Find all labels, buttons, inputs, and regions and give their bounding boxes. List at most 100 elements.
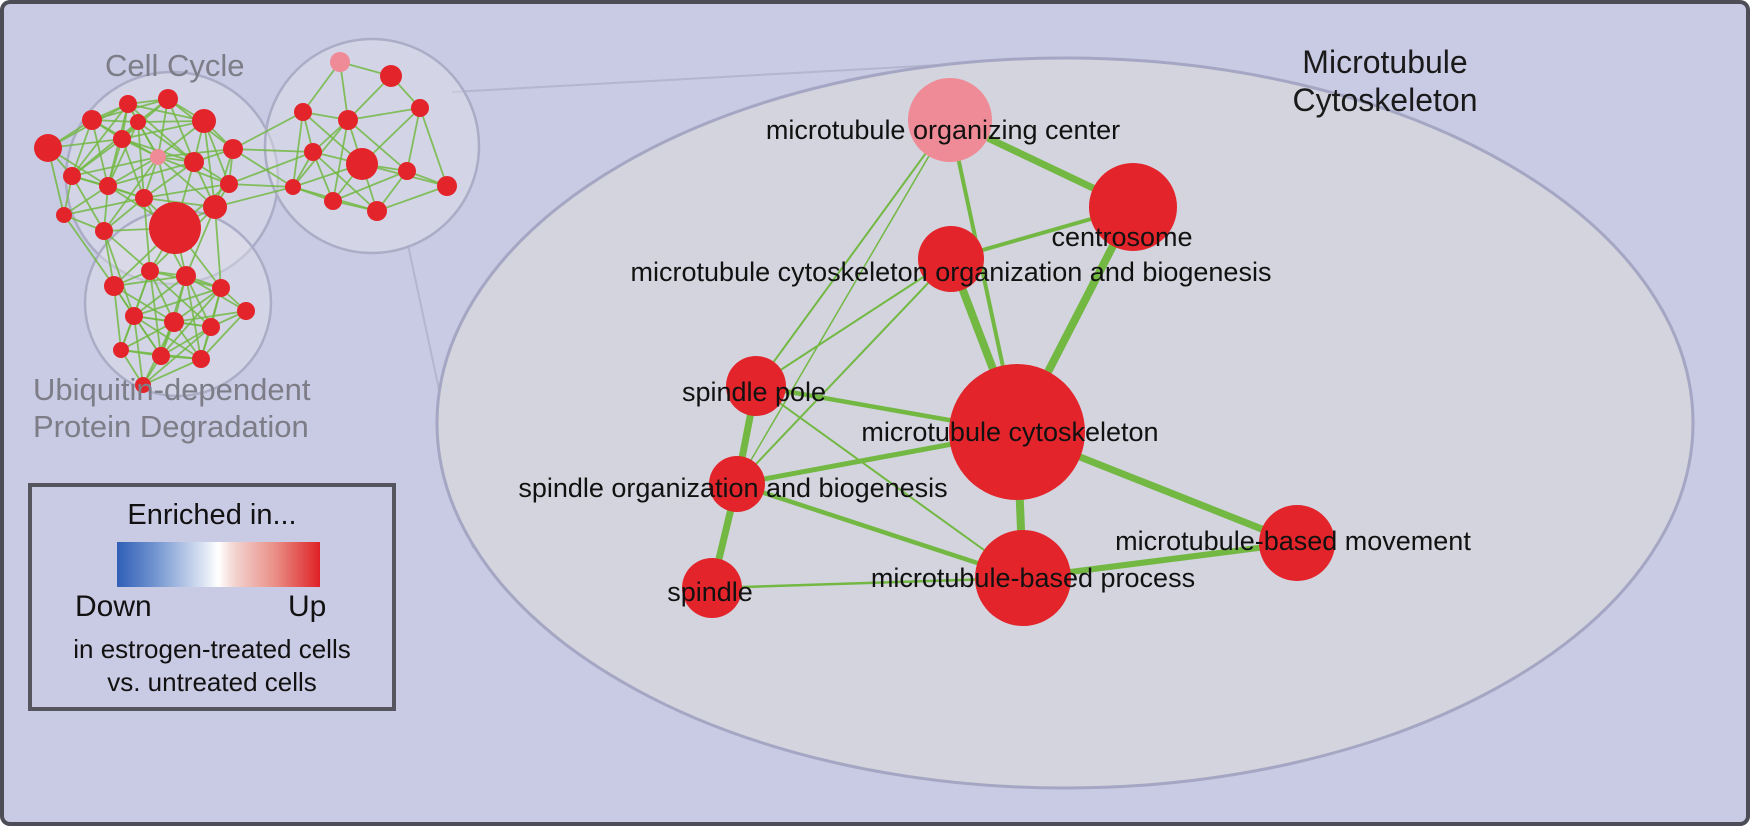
edge-spindle_org-mt_process[interactable] xyxy=(736,481,1024,581)
edge-moc-spindle_org[interactable] xyxy=(736,119,951,485)
mini-node[interactable] xyxy=(285,179,301,195)
node-mt_cyto[interactable] xyxy=(949,364,1085,500)
edge-moc-spindle_pole[interactable] xyxy=(755,119,951,387)
mini-node[interactable] xyxy=(56,207,72,223)
mini-node[interactable] xyxy=(125,307,143,325)
edge-spindle-mt_process[interactable] xyxy=(711,576,1024,590)
mini-edge[interactable] xyxy=(160,326,212,357)
mini-edge[interactable] xyxy=(133,275,187,317)
mini-edge[interactable] xyxy=(137,121,145,199)
mini-edge[interactable] xyxy=(113,285,122,351)
mini-node[interactable] xyxy=(411,99,429,117)
mini-edge[interactable] xyxy=(167,98,195,163)
mini-edge[interactable] xyxy=(185,206,216,277)
mini-edge[interactable] xyxy=(214,186,294,208)
mini-edge[interactable] xyxy=(214,206,222,289)
mini-node[interactable] xyxy=(338,110,358,130)
mini-edge[interactable] xyxy=(103,230,151,272)
mini-edge[interactable] xyxy=(71,121,139,177)
mini-edge[interactable] xyxy=(228,183,294,188)
mini-node[interactable] xyxy=(367,201,387,221)
node-spindle[interactable] xyxy=(682,558,742,618)
edge-spindle_pole-mt_process[interactable] xyxy=(755,385,1024,579)
mini-node[interactable] xyxy=(34,134,62,162)
node-moc[interactable] xyxy=(908,78,992,162)
mini-node[interactable] xyxy=(202,318,220,336)
node-mt_movement[interactable] xyxy=(1259,505,1335,581)
edge-mt_org-spindle_pole[interactable] xyxy=(755,258,952,387)
mini-edge[interactable] xyxy=(143,183,230,199)
edge-mt_org-spindle_org[interactable] xyxy=(736,258,952,485)
mini-node[interactable] xyxy=(192,350,210,368)
node-spindle_org[interactable] xyxy=(709,456,765,512)
mini-node[interactable] xyxy=(203,195,227,219)
mini-node[interactable] xyxy=(130,114,146,130)
node-spindle_pole[interactable] xyxy=(726,356,786,416)
node-mt_process[interactable] xyxy=(975,530,1071,626)
mini-edge[interactable] xyxy=(133,315,144,386)
mini-edge[interactable] xyxy=(419,107,448,187)
mini-edge[interactable] xyxy=(232,148,294,188)
mini-node[interactable] xyxy=(113,342,129,358)
mini-node[interactable] xyxy=(149,202,201,254)
mini-edge[interactable] xyxy=(160,287,222,357)
mini-edge[interactable] xyxy=(347,119,408,172)
mini-node[interactable] xyxy=(346,148,378,180)
mini-edge[interactable] xyxy=(143,197,151,272)
mini-edge[interactable] xyxy=(232,111,304,150)
mini-edge[interactable] xyxy=(149,270,162,357)
mini-edge[interactable] xyxy=(332,170,408,202)
mini-edge[interactable] xyxy=(63,214,115,287)
mini-node[interactable] xyxy=(104,276,124,296)
mini-edge[interactable] xyxy=(157,156,216,208)
mini-edge[interactable] xyxy=(203,120,216,208)
mini-edge[interactable] xyxy=(302,61,341,113)
mini-node[interactable] xyxy=(176,266,196,286)
mini-node[interactable] xyxy=(152,347,170,365)
mini-node[interactable] xyxy=(119,95,137,113)
mini-edge[interactable] xyxy=(107,161,195,187)
mini-node[interactable] xyxy=(63,167,81,185)
mini-node[interactable] xyxy=(82,110,102,130)
mini-edge[interactable] xyxy=(228,151,314,185)
mini-edge[interactable] xyxy=(312,151,378,212)
mini-edge[interactable] xyxy=(173,310,247,323)
mini-node[interactable] xyxy=(135,377,151,393)
mini-node[interactable] xyxy=(192,109,216,133)
mini-node[interactable] xyxy=(398,162,416,180)
mini-edge[interactable] xyxy=(121,120,205,140)
mini-node[interactable] xyxy=(330,52,350,72)
mini-edge[interactable] xyxy=(71,175,105,232)
mini-edge[interactable] xyxy=(332,119,349,202)
mini-edge[interactable] xyxy=(200,310,247,360)
mini-node[interactable] xyxy=(380,65,402,87)
mini-edge[interactable] xyxy=(376,185,448,212)
mini-edge[interactable] xyxy=(107,156,159,187)
mini-edge[interactable] xyxy=(347,107,421,121)
mini-edge[interactable] xyxy=(103,230,135,317)
mini-edge[interactable] xyxy=(185,275,202,360)
mini-node[interactable] xyxy=(223,139,243,159)
mini-node[interactable] xyxy=(304,143,322,161)
mini-node[interactable] xyxy=(141,262,159,280)
mini-node[interactable] xyxy=(184,152,204,172)
mini-edge[interactable] xyxy=(232,148,314,153)
mini-node[interactable] xyxy=(135,189,153,207)
mini-node[interactable] xyxy=(99,177,117,195)
mini-edge[interactable] xyxy=(137,121,195,163)
node-mt_org[interactable] xyxy=(918,226,984,292)
mini-node[interactable] xyxy=(158,89,178,109)
mini-edge[interactable] xyxy=(292,111,304,188)
mini-node[interactable] xyxy=(220,175,238,193)
mini-edge[interactable] xyxy=(113,285,175,323)
mini-edge[interactable] xyxy=(71,103,129,177)
node-centrosome[interactable] xyxy=(1089,163,1177,251)
mini-node[interactable] xyxy=(437,176,457,196)
mini-node[interactable] xyxy=(164,312,184,332)
mini-edge[interactable] xyxy=(143,161,195,199)
mini-edge[interactable] xyxy=(133,287,222,317)
mini-edge[interactable] xyxy=(71,156,159,177)
mini-edge[interactable] xyxy=(142,358,202,386)
mini-edge[interactable] xyxy=(406,107,421,172)
mini-edge[interactable] xyxy=(107,121,139,187)
